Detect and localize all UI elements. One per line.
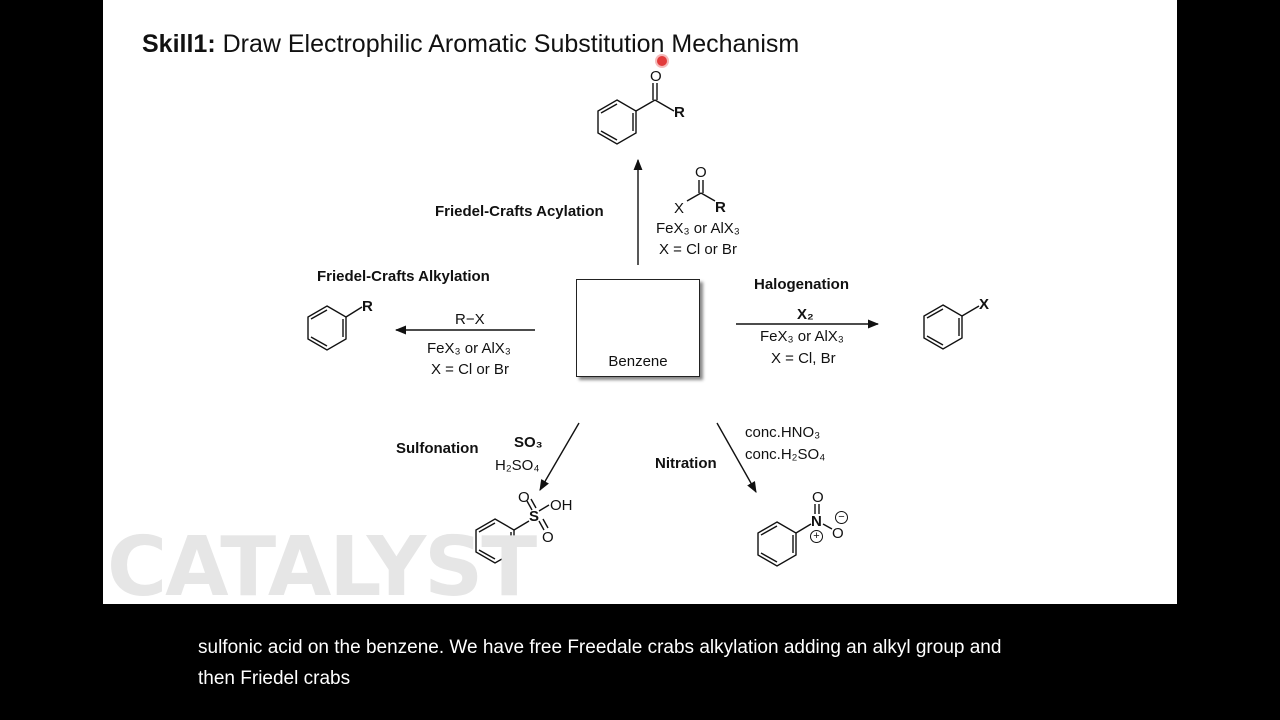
nitro-oxygen-top: O	[812, 489, 824, 506]
arrow-sulfonation	[539, 422, 580, 491]
pointer-dot	[657, 56, 667, 66]
catalyst-watermark-logo: CATALYST	[107, 520, 537, 605]
nitro-oxygen-right: O	[832, 525, 844, 542]
halogen-product-x: X	[979, 296, 990, 313]
sulfonic-oxygen-top: O	[518, 489, 530, 506]
sulfonic-hydroxyl: OH	[550, 497, 573, 514]
arrow-nitration	[716, 422, 757, 493]
acyl-reagent-halogen: X	[674, 200, 685, 217]
nitro-minus-charge: −	[835, 511, 848, 524]
acyl-reagent-r-group: R	[715, 199, 726, 216]
sulfonation-reagent-h2so4: H₂SO₄	[495, 457, 540, 474]
slide: Skill1: Draw Electrophilic Aromatic Subs…	[103, 0, 1177, 604]
nitro-nitrogen: N	[811, 513, 822, 530]
sulfonation-reagent-so3: SO₃	[514, 434, 543, 451]
sulfonic-oxygen-bottom: O	[542, 529, 554, 546]
acyl-product-oxygen: O	[650, 68, 662, 85]
acylation-condition: X = Cl or Br	[659, 241, 737, 258]
acylation-name: Friedel-Crafts Acylation	[435, 203, 604, 220]
acyl-product-r-group: R	[674, 104, 685, 121]
alkyl-product-r-group: R	[362, 298, 373, 315]
acylation-catalyst: FeX₃ or AlX₃	[656, 220, 740, 237]
title-text: Draw Electrophilic Aromatic Substitution…	[215, 30, 800, 58]
acylation-product-ring	[597, 83, 675, 145]
alkylation-reagent: R−X	[455, 311, 485, 328]
nitro-plus-charge: +	[810, 530, 823, 543]
nitration-reagent-h2so4: conc.H₂SO₄	[745, 446, 826, 463]
alkylation-condition: X = Cl or Br	[431, 361, 509, 378]
halogenation-catalyst: FeX₃ or AlX₃	[760, 328, 844, 345]
nitration-product-ring	[757, 504, 833, 567]
benzene-box: Benzene	[576, 279, 700, 377]
benzene-label: Benzene	[608, 353, 668, 370]
sulfonic-sulfur: S	[529, 508, 540, 525]
halogenation-reagent: X₂	[797, 306, 814, 323]
alkylation-catalyst: FeX₃ or AlX₃	[427, 340, 511, 357]
sulfonation-product-ring	[475, 498, 550, 564]
sulfonation-name: Sulfonation	[396, 440, 479, 457]
alkylation-name: Friedel-Crafts Alkylation	[317, 268, 490, 285]
caption-subtitles: sulfonic acid on the benzene. We have fr…	[198, 632, 1158, 694]
caption-line-1: sulfonic acid on the benzene. We have fr…	[198, 637, 1002, 658]
title-skill-label: Skill1:	[142, 30, 216, 58]
caption-line-2: then Friedel crabs	[198, 668, 351, 689]
halogenation-condition: X = Cl, Br	[771, 350, 836, 367]
nitration-name: Nitration	[655, 455, 717, 472]
acyl-halide-structure	[686, 180, 716, 202]
halogenation-product-ring	[923, 304, 980, 350]
acyl-reagent-oxygen: O	[695, 164, 707, 181]
halogenation-name: Halogenation	[754, 276, 850, 293]
slide-title: Skill1: Draw Electrophilic Aromatic Subs…	[142, 30, 799, 59]
nitration-reagent-hno3: conc.HNO₃	[745, 424, 821, 441]
alkylation-product-ring	[307, 305, 363, 351]
